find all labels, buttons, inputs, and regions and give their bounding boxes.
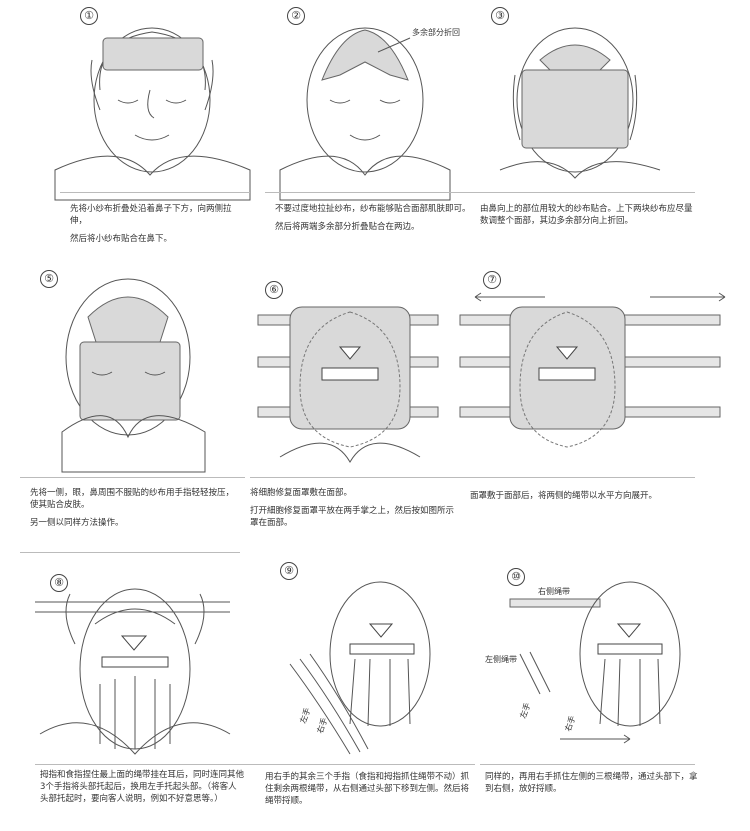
divider xyxy=(465,477,695,478)
step-number: ② xyxy=(287,7,305,25)
step-6-illustration xyxy=(257,306,439,464)
step-number: ⑤ xyxy=(40,270,58,288)
step-1-illustration xyxy=(54,27,251,201)
caption-line: 然后将小纱布贴合在鼻下。 xyxy=(70,234,173,244)
step-6: ⑥ 将细胞修复面罩敷在面部。 打开細胞修复面罩平放在两手掌之上，然后按如图所示罩… xyxy=(250,277,500,554)
step-2: ② 多余部分折回 不要过度地拉扯纱布，纱布能够贴合面部肌肤即可。 然后将两端多余… xyxy=(250,0,500,277)
step-7: ⑦ 面罩敷于面部后，将两侧的绳带以水平方向展开。 xyxy=(459,271,750,554)
caption-line: 先将小纱布折叠处沿着鼻子下方，向两侧拉伸， xyxy=(70,204,232,226)
caption-line: 然后将两端多余部分折叠贴合在两边。 xyxy=(275,222,420,232)
step-9: ⑨ 左手 右手 用右手的其余三个手指（食指和拇指抓住绳带不动）抓住剩余两根绳带，… xyxy=(250,554,500,831)
annotation-label: 多余部分折回 xyxy=(412,27,460,37)
step-10-illustration: 右侧绳带 左侧绳带 左手 右手 xyxy=(485,581,681,744)
hand-label-left: 左手 xyxy=(297,706,312,724)
step-8-illustration xyxy=(35,588,231,755)
divider xyxy=(470,192,695,193)
caption-line: 同样的，再用右手抓住左侧的三根绳带，通过头部下，拿到右侧，放好捋顺。 xyxy=(485,772,698,794)
hand-label-right: 右手 xyxy=(314,716,329,734)
divider xyxy=(250,764,475,765)
caption-line: 由鼻向上的部位用较大的纱布贴合。上下两块纱布应尽量数调整个面部，其边多余部分向上… xyxy=(480,204,693,226)
step-caption: 用右手的其余三个手指（食指和拇指抓住绳带不动）抓住剩余两根绳带，从右侧通过头部下… xyxy=(265,771,475,813)
step-caption: 将细胞修复面罩敷在面部。 打开細胞修复面罩平放在两手掌之上，然后按如图所示罩在面… xyxy=(250,487,460,535)
caption-line: 不要过度地拉扯纱布，纱布能够贴合面部肌肤即可。 xyxy=(275,204,471,214)
divider xyxy=(20,552,240,553)
caption-line: 另一侧以同样方法操作。 xyxy=(30,518,124,528)
step-number: ⑧ xyxy=(50,574,68,592)
divider xyxy=(250,477,475,478)
hand-label-right: 右手 xyxy=(562,714,577,732)
step-5-illustration xyxy=(61,278,206,473)
step-number: ① xyxy=(80,7,98,25)
divider xyxy=(20,477,245,478)
step-number: ⑦ xyxy=(483,271,501,289)
caption-line: 面罩敷于面部后，将两侧的绳带以水平方向展开。 xyxy=(470,491,658,501)
step-9-illustration: 左手 右手 xyxy=(289,581,431,755)
step-caption: 不要过度地拉扯纱布，纱布能够贴合面部肌肤即可。 然后将两端多余部分折叠贴合在两边… xyxy=(275,203,475,239)
divider xyxy=(265,192,490,193)
caption-line: 打开細胞修复面罩平放在两手掌之上，然后按如图所示罩在面部。 xyxy=(250,506,455,528)
step-number: ⑨ xyxy=(280,562,298,580)
caption-line: 拇指和食指捏住最上面的绳带挂在耳后，同时连同其他3个手指将头部托起后，换用左手托… xyxy=(40,770,245,804)
step-8: ⑧ 拇指和食指捏住最上面的绳带挂在耳后，同时连同其他3个手指将头部托起后，换用左… xyxy=(0,554,250,831)
caption-line: 先将一侧，眼，鼻周围不服贴的纱布用手指轻轻按压，使其贴合皮肤。 xyxy=(30,488,235,510)
step-7-illustration xyxy=(459,292,726,448)
divider xyxy=(480,764,695,765)
step-2-illustration: 多余部分折回 xyxy=(279,27,460,201)
step-caption: 由鼻向上的部位用较大的纱布贴合。上下两块纱布应尽量数调整个面部，其边多余部分向上… xyxy=(480,203,695,233)
divider xyxy=(35,764,250,765)
divider xyxy=(60,192,250,193)
step-3-illustration xyxy=(499,27,661,179)
step-number: ③ xyxy=(491,7,509,25)
step-10: ⑩ 右侧绳带 左侧绳带 左手 右手 同样的，再用右手抓住左侧的三根绳带，通过头部… xyxy=(480,554,750,831)
step-caption: 拇指和食指捏住最上面的绳带挂在耳后，同时连同其他3个手指将头部托起后，换用左手托… xyxy=(40,769,245,811)
strap-label-left: 左侧绳带 xyxy=(485,654,517,664)
step-caption: 同样的，再用右手抓住左侧的三根绳带，通过头部下，拿到右侧，放好捋顺。 xyxy=(485,771,700,801)
strap-label-right: 右侧绳带 xyxy=(538,586,570,596)
caption-line: 将细胞修复面罩敷在面部。 xyxy=(250,488,353,498)
hand-label-left: 左手 xyxy=(517,701,532,719)
step-3: ③ 由鼻向上的部位用较大的纱布贴合。上下两块纱布应尽量数调整个面部，其边多余部分… xyxy=(470,0,750,277)
step-1: ① 先将小纱布折叠处沿着鼻子下方，向两侧拉伸， 然后将小纱布贴合在鼻下。 xyxy=(0,0,251,277)
step-5: ⑤ 先将一侧，眼，鼻周围不服贴的纱布用手指轻轻按压，使其贴合皮肤。 另一侧以同样… xyxy=(0,270,250,554)
step-number: ⑩ xyxy=(507,568,525,586)
step-caption: 先将一侧，眼，鼻周围不服贴的纱布用手指轻轻按压，使其贴合皮肤。 另一侧以同样方法… xyxy=(30,487,240,535)
step-caption: 先将小纱布折叠处沿着鼻子下方，向两侧拉伸， 然后将小纱布贴合在鼻下。 xyxy=(70,203,245,251)
step-caption: 面罩敷于面部后，将两侧的绳带以水平方向展开。 xyxy=(470,490,680,508)
caption-line: 用右手的其余三个手指（食指和拇指抓住绳带不动）抓住剩余两根绳带，从右侧通过头部下… xyxy=(265,772,470,806)
step-number: ⑥ xyxy=(265,281,283,299)
